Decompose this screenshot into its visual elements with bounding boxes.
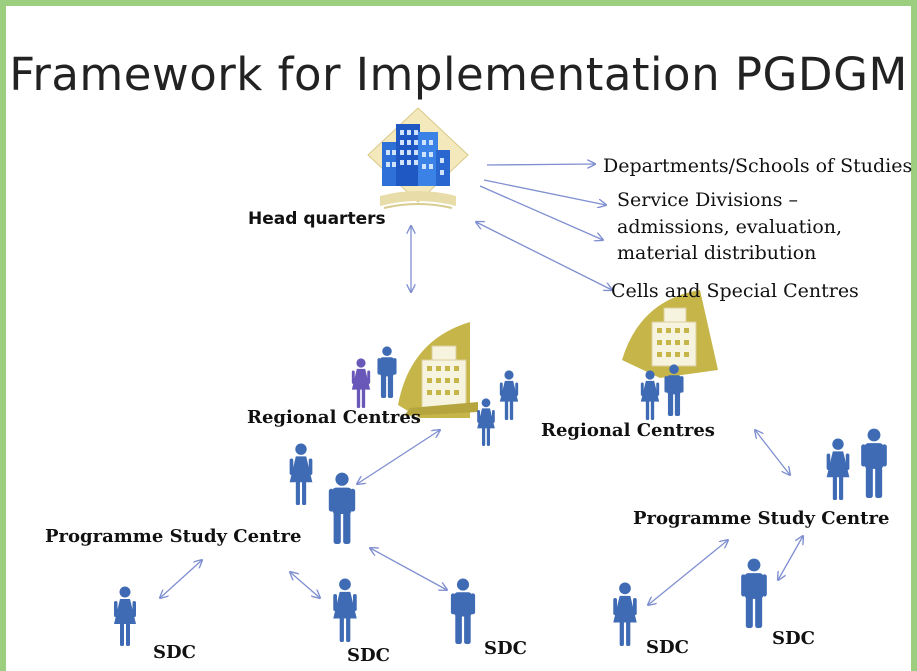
arrow-hq-service (483, 179, 606, 205)
regional-centres-label: Regional Centres (541, 420, 715, 441)
office-building-icon (367, 107, 469, 209)
arrow-psc-sdc-4 (648, 540, 728, 605)
man-icon (861, 428, 887, 498)
woman-icon (351, 358, 371, 408)
arrow-psc-sdc-5 (778, 536, 803, 580)
regional-building-icon (622, 290, 718, 378)
branch-service-divisions: Service Divisions – (617, 189, 798, 211)
regional-building-icon (398, 322, 478, 418)
woman-icon (499, 370, 519, 420)
arrow-psc-sdc-1 (160, 560, 202, 598)
woman-icon (477, 398, 495, 446)
woman-icon (333, 578, 357, 642)
woman-icon (289, 443, 313, 505)
branch-departments: Departments/Schools of Studies (603, 155, 913, 177)
arrow-regional-psc-left (357, 430, 440, 484)
sdc-label: SDC (484, 638, 527, 659)
man-icon (450, 578, 476, 644)
regional-centres-label: Regional Centres (247, 407, 421, 428)
programme-study-centre-label: Programme Study Centre (633, 508, 890, 529)
arrow-hq-departments (486, 164, 595, 165)
sdc-label: SDC (347, 645, 390, 666)
arrow-psc-sdc-2 (290, 572, 320, 598)
sdc-label: SDC (646, 637, 689, 658)
woman-icon (826, 438, 850, 500)
arrow-hq-cells (476, 222, 612, 290)
branch-cells-centres: Cells and Special Centres (611, 280, 859, 302)
arrow-regional-psc-right (755, 430, 790, 475)
woman-icon (640, 370, 660, 420)
arrow-psc-sdc-3 (370, 548, 447, 590)
arrow-hq-service-2 (479, 185, 603, 240)
man-icon (328, 472, 356, 544)
sdc-label: SDC (772, 628, 815, 649)
branch-service-divisions-line2: admissions, evaluation, (617, 216, 843, 238)
woman-icon (114, 586, 136, 646)
programme-study-centre-label: Programme Study Centre (45, 526, 302, 547)
man-icon (377, 346, 397, 398)
branch-service-divisions-line3: material distribution (617, 242, 817, 264)
woman-icon (613, 582, 637, 646)
headquarters-label: Head quarters (248, 209, 386, 229)
sdc-label: SDC (153, 642, 196, 663)
man-icon (741, 558, 767, 628)
slide-title: Framework for Implementation PGDGM (9, 48, 908, 101)
